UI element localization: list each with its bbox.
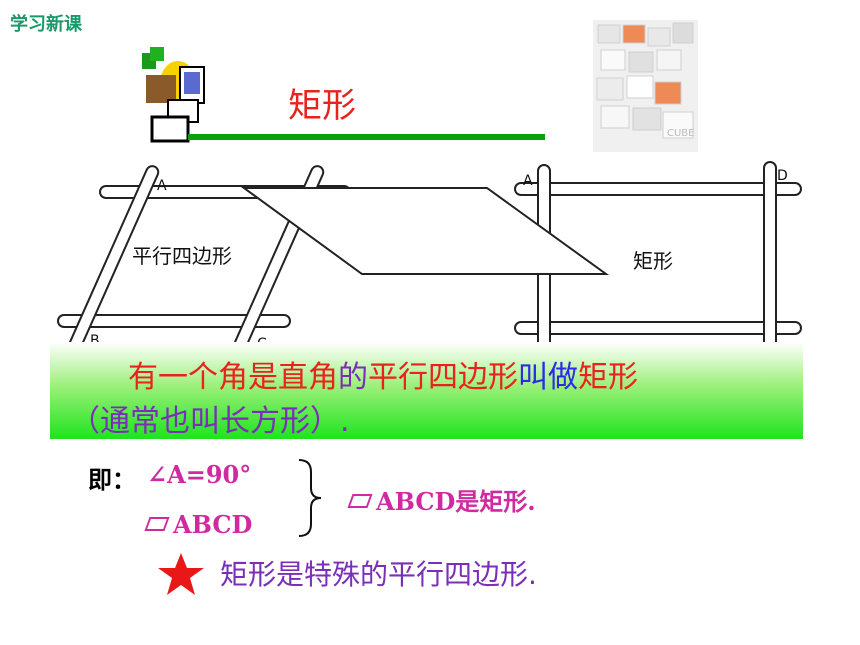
page-title: 矩形	[288, 86, 356, 126]
svg-text:CUBE: CUBE	[667, 128, 694, 139]
note-text: 矩形是特殊的平行四边形.	[220, 558, 537, 591]
condition-right-angle: ∠A=90°	[147, 460, 252, 489]
definition-banner	[50, 342, 803, 439]
parallelogram-symbol-icon	[347, 494, 373, 508]
rectangle-diagram: 平行四边形 矩形 A B C A D C	[57, 161, 802, 362]
vertex-b-left: B	[90, 333, 100, 349]
definition-line1: 有一个角是直角的平行四边形叫做矩形	[128, 352, 638, 396]
conclusion-text: ABCD是矩形.	[376, 487, 536, 516]
vertex-a-left: A	[157, 178, 167, 194]
parallelogram-symbol-icon	[144, 517, 170, 531]
left-shape-label: 平行四边形	[132, 244, 232, 268]
title-underline	[188, 134, 545, 140]
transition-parallelogram	[240, 187, 610, 275]
definition-called: 叫做	[518, 360, 578, 395]
definition-line2: （通常也叫长方形）.	[70, 404, 350, 439]
stick-bottom-right	[514, 321, 802, 335]
definition-of: 的	[338, 360, 368, 395]
star-icon	[158, 553, 204, 595]
definition-condition: 有一个角是直角	[128, 360, 338, 395]
condition-parallelogram: ABCD	[144, 510, 253, 539]
cube-image: CUBE	[593, 20, 698, 152]
definition-rectangle: 矩形	[578, 360, 638, 395]
stick-bottom-left	[57, 314, 291, 328]
vertex-d-right: D	[777, 168, 788, 184]
vertex-a-right: A	[523, 173, 533, 189]
book-logo-icon	[142, 47, 205, 143]
stick-top-right	[514, 182, 802, 196]
section-label: 学习新课	[10, 14, 82, 35]
stick-right-vertical	[763, 161, 777, 359]
right-shape-label: 矩形	[633, 249, 673, 273]
conclusion: ABCD是矩形.	[347, 482, 536, 517]
symbolic-prefix: 即：	[88, 466, 136, 494]
right-brace-icon	[298, 459, 322, 537]
definition-parallelogram: 平行四边形	[368, 360, 518, 395]
condition-parallelogram-text: ABCD	[173, 510, 253, 539]
